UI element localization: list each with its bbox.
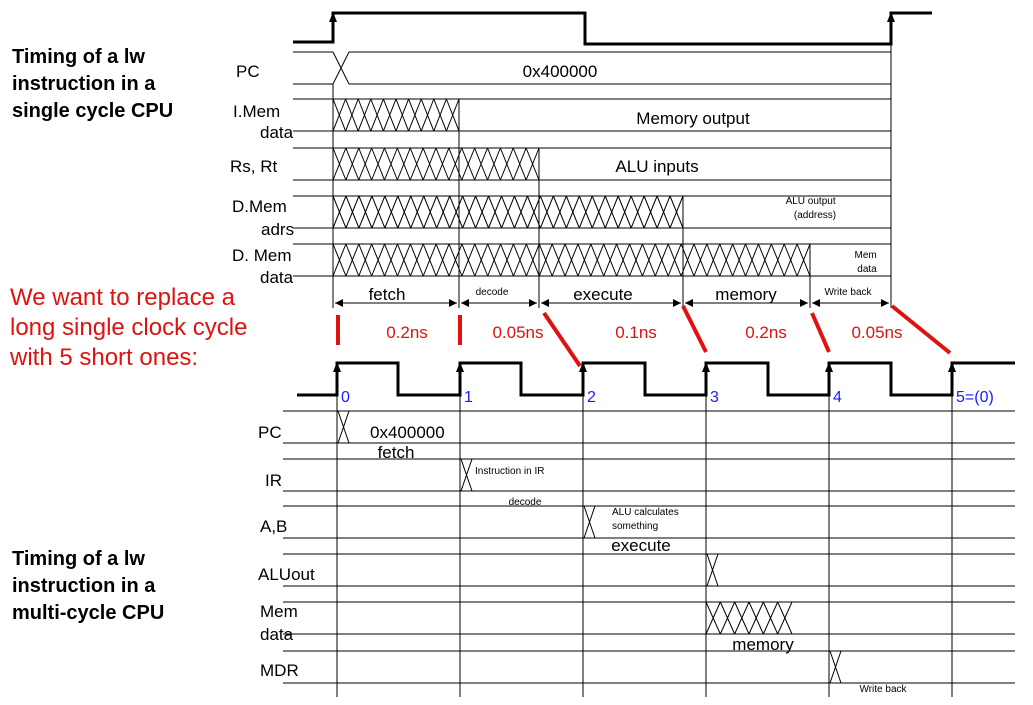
single-dmem-adrs-value: ALU output (address) bbox=[786, 196, 839, 221]
phase-arrow-3 bbox=[685, 299, 808, 307]
duration-decode: 0.05ns bbox=[492, 323, 543, 342]
bus-row-2 bbox=[283, 505, 1015, 539]
single-signal-rsrt: Rs, Rt bbox=[230, 157, 278, 176]
single-cycle-transition-hatching bbox=[332, 98, 811, 277]
multi-phase-decode: decode bbox=[509, 497, 542, 508]
bus-row-1 bbox=[283, 458, 1015, 492]
multi-ab-value: ALU calculates something bbox=[612, 507, 681, 532]
multi-cycle-buses bbox=[283, 410, 1015, 684]
multi-cycle-heading: Timing of a lw instruction in a multi-cy… bbox=[12, 548, 164, 624]
single-signal-pc: PC bbox=[236, 62, 260, 81]
phase-arrow-2 bbox=[541, 299, 681, 307]
single-signal-imem: I.Mem data bbox=[233, 102, 294, 142]
duration-fetch: 0.2ns bbox=[386, 323, 428, 342]
cycle-label-4: 4 bbox=[833, 389, 842, 406]
multi-phase-execute: execute bbox=[611, 536, 671, 555]
replace-note: We want to replace a long single clock c… bbox=[9, 284, 254, 371]
single-cycle-phase-arrows bbox=[335, 299, 889, 307]
bus-row-0 bbox=[283, 410, 1015, 444]
cycle-label-3: 3 bbox=[710, 389, 719, 406]
hatch-row-0 bbox=[332, 98, 460, 132]
single-cycle-clock bbox=[293, 11, 932, 46]
single-cycle-buses bbox=[293, 51, 891, 277]
multi-ir-value: Instruction in IR bbox=[475, 466, 544, 477]
phase-arrow-4 bbox=[812, 299, 889, 307]
multi-signal-ab: A,B bbox=[260, 517, 287, 536]
hatch-row-1 bbox=[332, 147, 540, 181]
single-dmem-data-value: Mem data bbox=[854, 250, 879, 275]
single-imem-value: Memory output bbox=[636, 109, 750, 128]
duration-writeback: 0.05ns bbox=[851, 323, 902, 342]
hatch-row-2 bbox=[332, 195, 684, 229]
multi-signal-pc: PC bbox=[258, 423, 282, 442]
single-rsrt-value: ALU inputs bbox=[615, 157, 698, 176]
bus-row-4 bbox=[283, 601, 1015, 635]
duration-memory: 0.2ns bbox=[745, 323, 787, 342]
phase-label-decode: decode bbox=[476, 287, 509, 298]
bus-row-3 bbox=[283, 553, 1015, 587]
memdata-hatching bbox=[705, 601, 793, 635]
cycle-label-1: 1 bbox=[464, 389, 473, 406]
multi-signal-ir: IR bbox=[265, 471, 282, 490]
single-signal-dmem-adrs: D.Mem adrs bbox=[232, 197, 294, 239]
phase-arrow-1 bbox=[461, 299, 537, 307]
phase-label-execute: execute bbox=[573, 285, 633, 304]
multi-signal-memdata: Mem data bbox=[260, 602, 303, 644]
multi-phase-fetch: fetch bbox=[378, 443, 415, 462]
cycle-label-2: 2 bbox=[587, 389, 596, 406]
bus-row-5 bbox=[283, 650, 1015, 684]
duration-execute: 0.1ns bbox=[615, 323, 657, 342]
hatch-row-3 bbox=[332, 243, 811, 277]
multi-pc-value: 0x400000 bbox=[370, 423, 445, 442]
multi-signal-mdr: MDR bbox=[260, 661, 299, 680]
phase-label-memory: memory bbox=[715, 285, 777, 304]
phase-label-fetch: fetch bbox=[369, 285, 406, 304]
single-cycle-phase-dividers bbox=[332, 13, 892, 308]
cycle-label-5: 5=(0) bbox=[956, 389, 994, 406]
single-pc-value: 0x400000 bbox=[523, 62, 598, 81]
multi-phase-writeback: Write back bbox=[859, 684, 907, 695]
phase-label-writeback: Write back bbox=[824, 287, 872, 298]
single-cycle-heading: Timing of a lw instruction in a single c… bbox=[12, 46, 173, 122]
multi-signal-aluout: ALUout bbox=[258, 565, 315, 584]
single-signal-dmem-data: D. Mem data bbox=[232, 246, 296, 287]
red-mapping-lines bbox=[336, 304, 952, 368]
multi-cycle-boundaries bbox=[336, 395, 953, 697]
phase-arrow-0 bbox=[335, 299, 457, 307]
cycle-label-0: 0 bbox=[341, 389, 350, 406]
multi-cycle-clock bbox=[297, 361, 1015, 397]
multi-phase-memory: memory bbox=[732, 635, 794, 654]
